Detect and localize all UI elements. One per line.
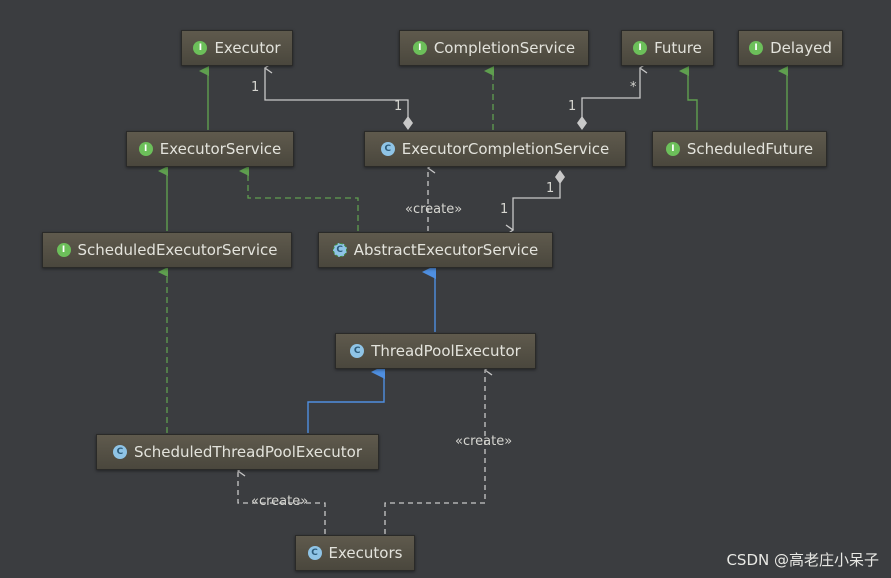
interface-icon: I [412,41,427,55]
edge-ecs-aes-assoc [513,183,561,230]
node-threadpoolexecutor[interactable]: C ThreadPoolExecutor [335,333,536,369]
class-icon: C [112,445,127,459]
node-label: ScheduledFuture [686,140,814,158]
node-executorservice[interactable]: I ExecutorService [126,131,294,167]
edge-ecs-future-assoc [581,68,640,118]
node-executorcompletionservice[interactable]: C ExecutorCompletionService [364,131,626,167]
class-icon: C [350,344,365,358]
node-scheduledthreadpoolexecutor[interactable]: C ScheduledThreadPoolExecutor [96,434,379,470]
node-label: ScheduledExecutorService [77,241,278,259]
interface-icon: I [138,142,153,156]
diamond-ecs-executor [403,116,413,130]
node-label: ScheduledThreadPoolExecutor [133,443,363,461]
node-executors[interactable]: C Executors [295,535,415,571]
edge-ecs-executor-assoc [265,68,409,118]
edge-stpe-tpe [307,365,385,433]
node-label: Executors [328,544,403,562]
interface-icon: I [56,243,71,257]
diamond-ecs-aes [555,170,565,184]
node-delayed[interactable]: I Delayed [738,30,843,66]
interface-icon: I [665,142,680,156]
node-label: CompletionService [433,39,576,57]
edge-abstractexecutorservice-executorservice [239,166,359,231]
multiplicity-label: 1 [500,202,509,217]
multiplicity-label: 1 [251,80,260,95]
class-icon: C [380,142,395,156]
multiplicity-label: * [630,80,637,95]
node-future[interactable]: I Future [621,30,714,66]
edge-executors-tpe-create [384,370,485,534]
multiplicity-label: 1 [394,99,403,114]
multiplicity-label: 1 [546,181,555,196]
watermark: CSDN @高老庄小呆子 [726,551,879,569]
node-scheduledexecutorservice[interactable]: I ScheduledExecutorService [42,232,292,268]
interface-icon: I [749,41,764,55]
node-label: ExecutorCompletionService [401,140,610,158]
create-stereotype-label: «create» [251,494,309,509]
node-label: AbstractExecutorService [353,241,539,259]
node-label: Future [654,39,702,57]
interface-icon: I [633,41,648,55]
create-stereotype-label: «create» [405,202,463,217]
create-stereotype-label: «create» [455,434,513,449]
node-executor[interactable]: I Executor [181,30,293,66]
diamond-ecs-future [577,116,587,130]
edge-scheduledfuture-future [679,66,698,130]
multiplicity-label: 1 [568,99,577,114]
node-abstractexecutorservice[interactable]: C AbstractExecutorService [318,232,553,268]
node-label: ExecutorService [159,140,282,158]
node-scheduledfuture[interactable]: I ScheduledFuture [652,131,827,167]
node-label: Executor [214,39,281,57]
class-icon: C [307,546,322,560]
node-completionservice[interactable]: I CompletionService [399,30,589,66]
interface-icon: I [193,41,208,55]
node-label: ThreadPoolExecutor [371,342,521,360]
abstract-class-icon: C [332,243,347,257]
edge-executors-stpe-create [238,471,326,534]
node-label: Delayed [770,39,832,57]
